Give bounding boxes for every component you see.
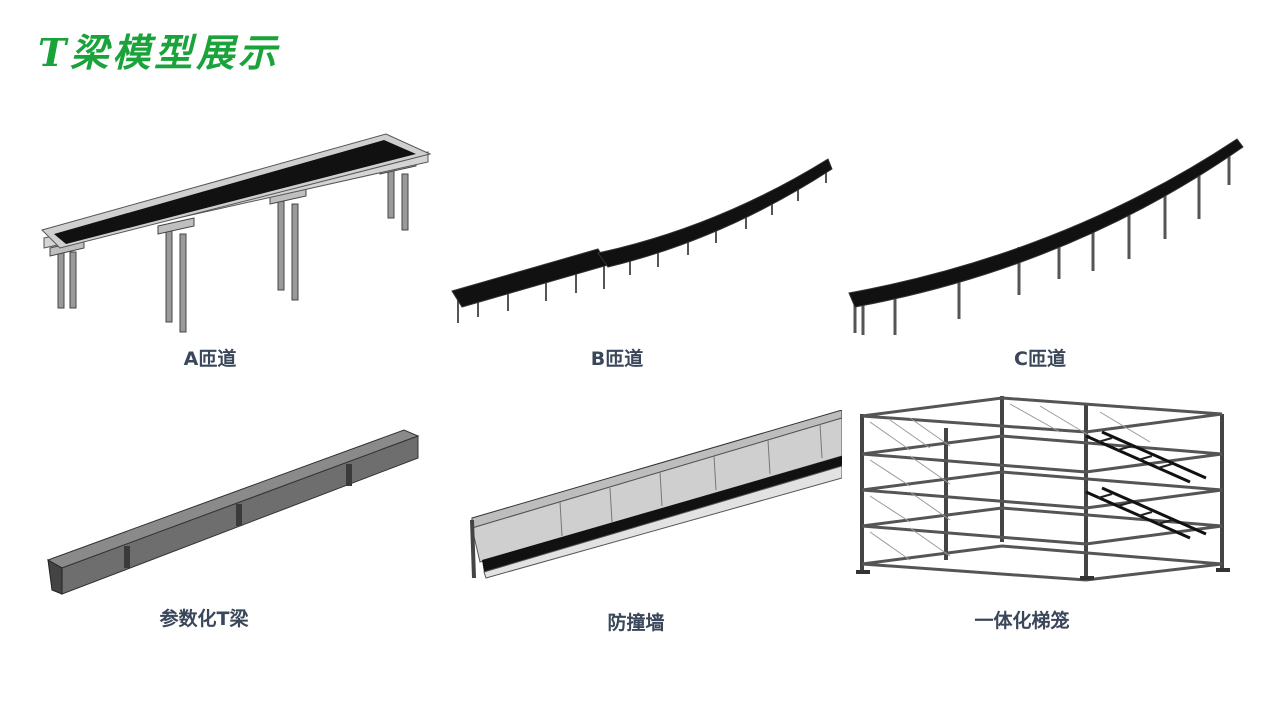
elevated-ramp-curved-image	[451, 158, 833, 323]
integrated-stair-cage-image	[856, 396, 1230, 582]
model-caption-ramp-a: A匝道	[183, 348, 237, 370]
model-caption-ramp-c: C匝道	[1014, 348, 1066, 370]
elevated-ramp-straight-image	[41, 133, 432, 333]
elevated-ramp-long-curve-image	[848, 138, 1244, 335]
model-caption-t-beam: 参数化T梁	[159, 608, 249, 630]
model-caption-ramp-b: B匝道	[590, 348, 644, 370]
parametric-t-beam-image	[46, 429, 420, 595]
model-caption-stair-cage: 一体化梯笼	[974, 610, 1070, 632]
page-title: T梁模型展示	[38, 30, 281, 75]
model-caption-barrier: 防撞墙	[607, 612, 665, 634]
crash-barrier-wall-image	[470, 410, 842, 579]
